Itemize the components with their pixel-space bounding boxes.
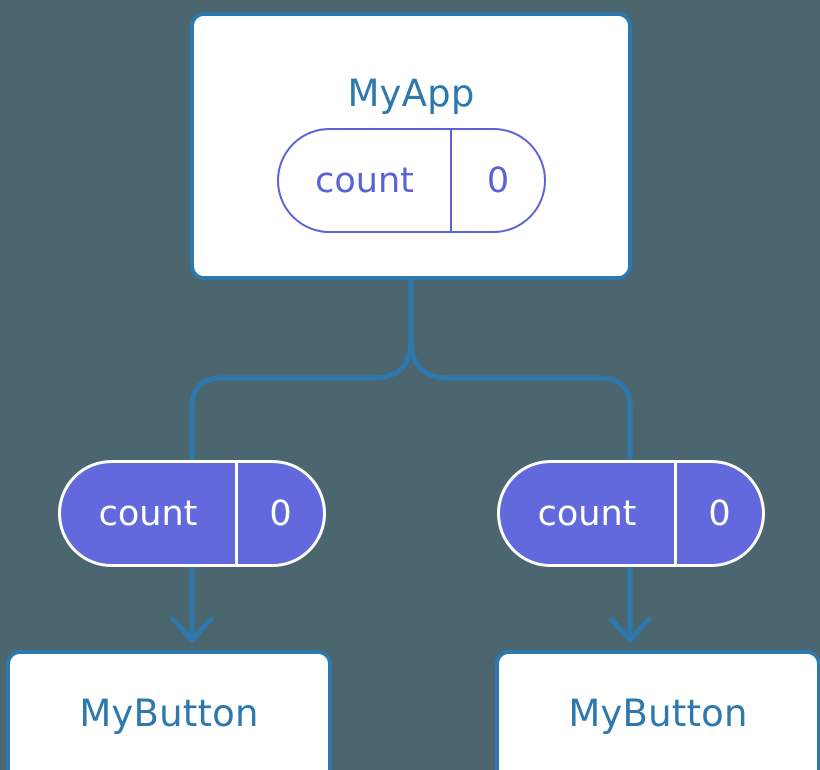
state-pill-value: 0	[450, 130, 544, 231]
prop-pill-key-right: count	[537, 493, 637, 534]
component-card-mybutton-right[interactable]: MyButton	[495, 650, 820, 770]
prop-arrow-left-head	[170, 616, 214, 643]
prop-pill-value-left: 0	[235, 463, 323, 564]
component-title-myapp: MyApp	[347, 72, 475, 115]
component-card-mybutton-left[interactable]: MyButton	[6, 650, 332, 770]
component-title-mybutton-right: MyButton	[568, 692, 748, 735]
state-to-props-trunk	[189, 277, 414, 465]
prop-pill-key-left: count	[98, 493, 198, 534]
prop-pill-value-right: 0	[674, 463, 762, 564]
prop-arrow-right-head	[608, 616, 652, 643]
state-pill-key: count	[315, 160, 414, 201]
prop-pill-count-left[interactable]: count 0	[58, 460, 326, 567]
component-title-mybutton-left: MyButton	[79, 692, 259, 735]
component-card-myapp[interactable]: MyApp	[190, 12, 632, 280]
state-pill-count[interactable]: count 0	[277, 128, 546, 233]
prop-pill-count-right[interactable]: count 0	[497, 460, 765, 567]
branch-to-right-child	[408, 337, 633, 465]
